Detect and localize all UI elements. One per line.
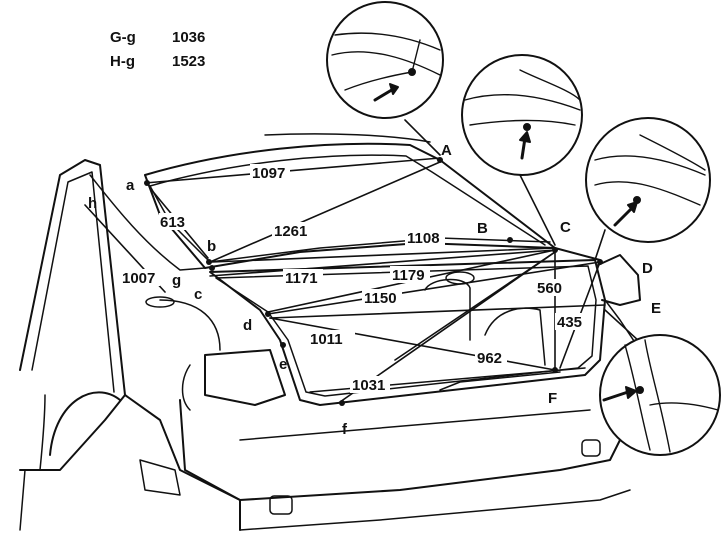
dim-line-1261: [209, 161, 441, 263]
dim-line-extra: [394, 251, 556, 361]
dim-label-1011: 1011: [310, 331, 343, 348]
legend-key-2: H-g: [110, 53, 135, 70]
dim-label-560: 560: [537, 280, 562, 297]
point-label-A: A: [441, 142, 452, 159]
dim-label-962: 962: [477, 350, 502, 367]
point-labels: A B C D E F a b c d e f g h: [88, 142, 661, 438]
point-label-b: b: [207, 238, 216, 255]
point-label-h: h: [88, 195, 97, 212]
dim-label-1097: 1097: [252, 165, 285, 182]
dim-label-1150: 1150: [364, 290, 397, 307]
detail-callout-E: [599, 309, 721, 456]
dim-label-1171: 1171: [285, 270, 318, 287]
dim-line-1171: [209, 249, 556, 277]
measurement-labels: 1097 613 1261 1108 1007 1171 1179 1150 5…: [120, 164, 587, 394]
legend-value-2: 1523: [172, 53, 205, 70]
dim-line-1108: [211, 247, 556, 263]
dim-line-962: [269, 317, 556, 371]
dim-label-613: 613: [160, 214, 185, 231]
point-label-F: F: [548, 390, 557, 407]
point-label-d: d: [243, 317, 252, 334]
dim-line-1011: [269, 304, 606, 319]
measurement-points: [144, 157, 603, 406]
dim-line-1097: [144, 157, 441, 184]
point-label-a: a: [126, 177, 135, 194]
dimension-lines: [84, 157, 606, 403]
legend-key-1: G-g: [110, 29, 136, 46]
point-label-B: B: [477, 220, 488, 237]
point-label-C: C: [560, 219, 571, 236]
point-label-D: D: [642, 260, 653, 277]
detail-callout-B: [461, 54, 583, 246]
detail-callout-C: [585, 117, 711, 261]
legend: G-g 1036 H-g 1523: [110, 29, 205, 70]
legend-value-1: 1036: [172, 29, 205, 46]
point-label-c: c: [194, 286, 202, 303]
dim-label-1108: 1108: [407, 230, 440, 247]
dim-label-1179: 1179: [392, 267, 425, 284]
dim-label-1007: 1007: [122, 270, 155, 287]
dim-label-1261: 1261: [274, 223, 307, 240]
dim-label-1031: 1031: [352, 377, 385, 394]
point-label-f: f: [342, 421, 348, 438]
point-label-E: E: [651, 300, 661, 317]
detail-callout-A: [326, 1, 444, 156]
point-label-e: e: [279, 356, 287, 373]
dim-label-435: 435: [557, 314, 582, 331]
point-label-g: g: [172, 272, 181, 289]
dim-line-1179: [267, 261, 601, 315]
